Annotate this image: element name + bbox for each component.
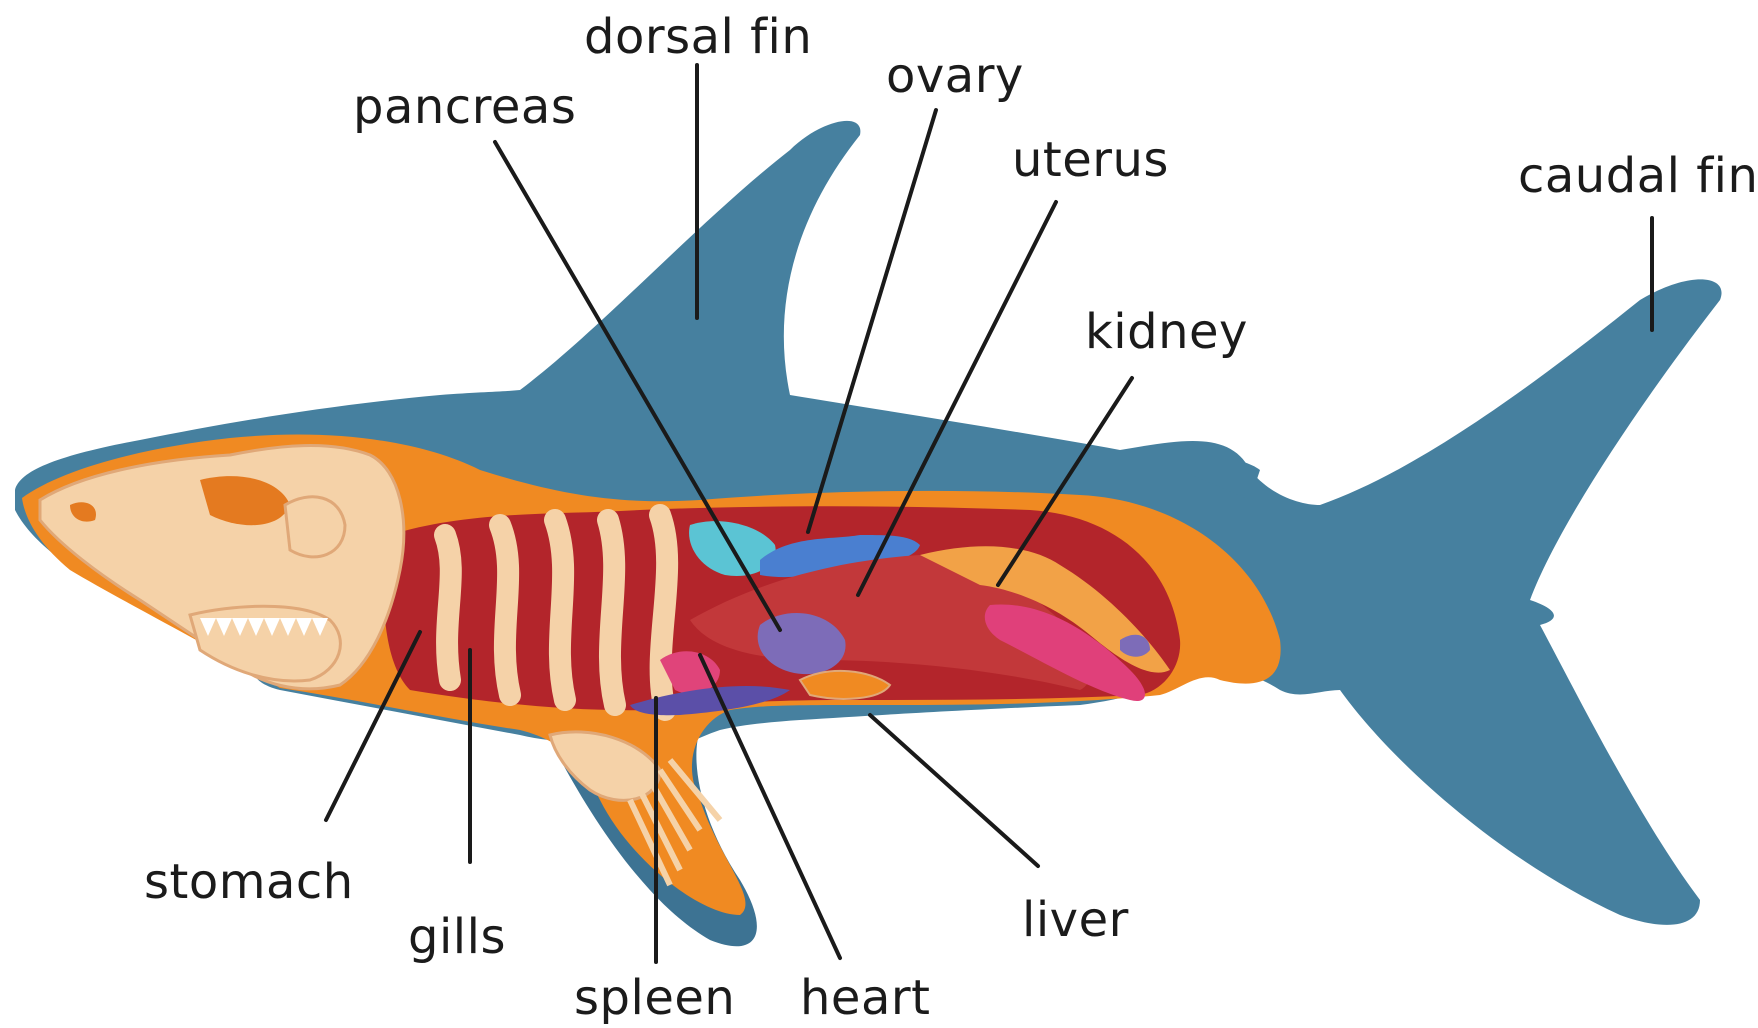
label-caudal-fin: caudal fin <box>1518 148 1758 204</box>
label-dorsal-fin: dorsal fin <box>584 9 812 65</box>
gill-arch-4 <box>608 520 615 705</box>
label-pancreas: pancreas <box>353 79 576 135</box>
label-gills: gills <box>408 909 506 965</box>
gill-arch-1 <box>445 535 451 680</box>
label-liver: liver <box>1022 892 1129 948</box>
jaw-bone <box>190 606 340 681</box>
gill-arch-5 <box>660 515 667 710</box>
leader-liver <box>870 715 1038 866</box>
label-kidney: kidney <box>1085 304 1248 360</box>
label-heart: heart <box>800 970 930 1026</box>
label-ovary: ovary <box>886 48 1024 104</box>
label-spleen: spleen <box>574 970 735 1026</box>
gill-arch-2 <box>500 525 510 695</box>
interior-cutaway <box>22 435 1281 915</box>
label-uterus: uterus <box>1012 132 1169 188</box>
vertebra <box>285 497 345 557</box>
label-stomach: stomach <box>144 854 354 910</box>
gill-arch-3 <box>555 520 565 700</box>
